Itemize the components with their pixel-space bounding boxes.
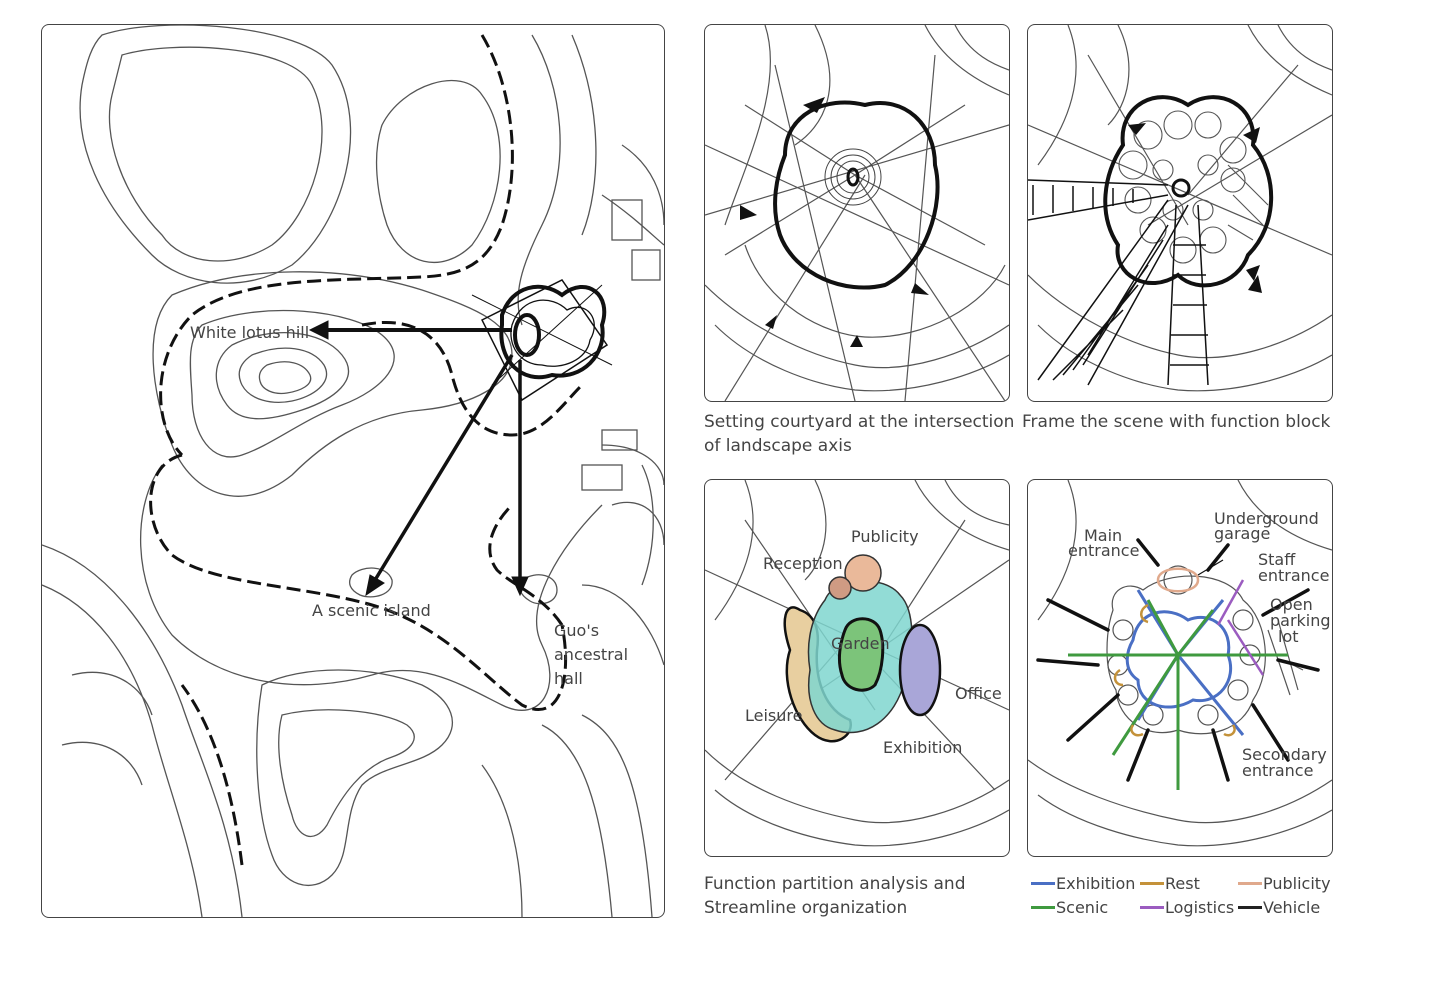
legend-line-rest <box>1140 882 1164 885</box>
legend-line-vehicle <box>1238 906 1262 909</box>
zone-garden-core <box>837 617 885 692</box>
panel-function-partition: Publicity Reception Garden Office Leisur… <box>704 479 1010 857</box>
label-reception: Reception <box>763 554 843 573</box>
legend-label-publicity: Publicity <box>1263 874 1331 893</box>
legend-line-exhibition <box>1031 882 1055 885</box>
panel-frame-scene <box>1027 24 1333 402</box>
label-staff-1: Staff <box>1258 550 1296 569</box>
legend-line-publicity <box>1238 882 1262 885</box>
caption-function-line2: Streamline organization <box>704 898 908 918</box>
label-white-lotus-hill: White lotus hill <box>190 323 310 342</box>
label-scenic-island: A scenic island <box>312 601 431 620</box>
panel-streamline: Main entrance Underground garage Staff e… <box>1027 479 1333 857</box>
label-secondary-1: Secondary <box>1242 745 1327 764</box>
legend-label-logistics: Logistics <box>1165 898 1235 917</box>
zone-publicity <box>844 554 882 592</box>
label-staff-2: entrance <box>1258 566 1330 585</box>
courtyard-sketch <box>705 25 1009 401</box>
streamline-sketch <box>1028 480 1332 847</box>
frame-scene-sketch <box>1028 25 1332 392</box>
label-exhibition: Exhibition <box>883 738 963 757</box>
label-publicity: Publicity <box>851 527 919 546</box>
caption-frame-scene: Frame the scene with function block <box>1022 412 1331 432</box>
label-open-parking-2: parking <box>1270 611 1331 630</box>
label-secondary-2: entrance <box>1242 761 1314 780</box>
label-garden: Garden <box>831 634 890 653</box>
label-leisure: Leisure <box>745 706 803 725</box>
legend-line-scenic <box>1031 906 1055 909</box>
caption-courtyard-line1: Setting courtyard at the intersection <box>704 412 1015 432</box>
label-guo-line1: Guo's <box>554 621 600 640</box>
site-map-panel: White lotus hill A scenic island Guo's a… <box>41 24 665 918</box>
label-open-parking-3: lot <box>1278 627 1299 646</box>
label-open-parking-1: Open <box>1270 595 1313 614</box>
label-guo-line2: ancestral <box>554 645 629 664</box>
caption-courtyard-line2: of landscape axis <box>704 436 852 456</box>
panel-courtyard-intersection <box>704 24 1010 402</box>
legend-label-exhibition: Exhibition <box>1056 874 1136 893</box>
label-office: Office <box>955 684 1002 703</box>
label-underground-2: garage <box>1214 524 1271 543</box>
legend-label-rest: Rest <box>1165 874 1200 893</box>
label-main-entrance-1: Main <box>1084 526 1123 545</box>
function-partition-sketch <box>705 480 1009 847</box>
legend-label-scenic: Scenic <box>1056 898 1109 917</box>
site-map-sketch <box>42 25 664 917</box>
label-underground-1: Underground <box>1214 509 1319 528</box>
zone-reception <box>828 576 852 600</box>
legend-label-vehicle: Vehicle <box>1263 898 1321 917</box>
zone-office <box>898 623 942 717</box>
label-guo-line3: hall <box>554 669 583 688</box>
legend-line-logistics <box>1140 906 1164 909</box>
label-main-entrance-2: entrance <box>1068 541 1140 560</box>
caption-function-line1: Function partition analysis and <box>704 874 966 894</box>
